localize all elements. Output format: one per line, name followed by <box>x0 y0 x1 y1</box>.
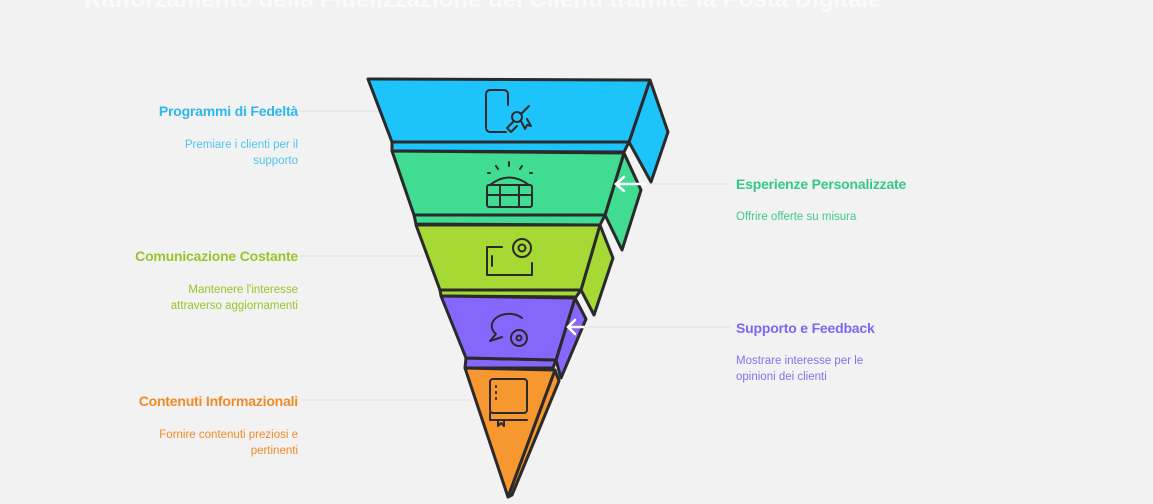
funnel-layer-4 <box>439 294 588 380</box>
stage-desc: Offrire offerte su misura <box>736 211 857 223</box>
arrow-left-icon <box>614 175 648 193</box>
diagram-title: Rafforzamento della Fidelizzazione dei C… <box>84 0 882 14</box>
stage-title: Esperienze Personalizzate <box>736 176 907 192</box>
stage-label-2: Esperienze Personalizzate Offrire offert… <box>736 176 996 225</box>
stage-label-4: Supporto e Feedback Mostrare interesse p… <box>736 320 996 385</box>
funnel-layer-5 <box>463 366 561 499</box>
chat-gear-icon <box>489 312 528 347</box>
stage-label-5: Contenuti Informazionali Fornire contenu… <box>38 393 299 459</box>
book-icon <box>489 378 528 427</box>
funnel-layer-3 <box>414 223 615 317</box>
stage-desc: Fornire contenuti preziosi e pertinenti <box>159 429 298 457</box>
stage-desc: Mantenere l'interesse attraverso aggiorn… <box>170 284 298 312</box>
stage-label-3: Comunicazione Costante Mantenere l'inter… <box>38 248 298 314</box>
stage-title: Supporto e Feedback <box>736 320 875 336</box>
phone-certificate-icon <box>485 89 532 133</box>
stage-title: Contenuti Informazionali <box>138 393 299 409</box>
stage-title: Programmi di Fedeltà <box>158 103 298 119</box>
stage-desc: Premiare i clienti per il supporto <box>184 139 298 167</box>
treasure-chest-icon <box>486 161 533 208</box>
funnel-layer-2 <box>390 149 643 252</box>
stage-title: Comunicazione Costante <box>135 248 298 264</box>
arrow-left-icon <box>566 318 586 336</box>
email-at-icon <box>486 238 533 276</box>
stage-desc: Mostrare interesse per le opinioni dei c… <box>736 355 864 383</box>
stage-label-1: Programmi di Fedeltà Premiare i clienti … <box>38 103 298 169</box>
